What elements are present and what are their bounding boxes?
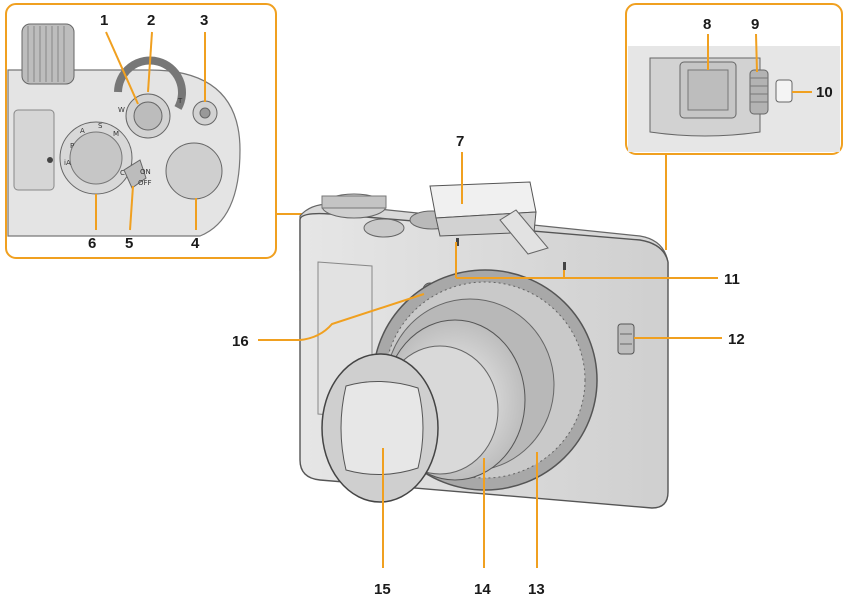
callout-5: 5 [125, 235, 133, 252]
strap-eyelet [617, 323, 635, 355]
mode-p: P [70, 142, 74, 150]
mode-a: A [80, 127, 85, 135]
diopter-dial [749, 69, 769, 115]
callout-4: 4 [191, 235, 200, 252]
callout-14: 14 [474, 581, 491, 598]
mode-m: M [113, 130, 119, 138]
callout-16: 16 [232, 333, 249, 350]
callout-11: 11 [724, 271, 740, 288]
viewfinder-inset [625, 3, 843, 155]
callout-3: 3 [200, 12, 208, 29]
popup-flash [429, 181, 549, 255]
lens-barrier [340, 380, 424, 476]
leader-9 [755, 33, 758, 73]
callout-8: 8 [703, 16, 711, 33]
mic-dot [47, 157, 53, 163]
top-inset-frame [5, 3, 277, 259]
power-switch: ON OFF [123, 159, 152, 189]
mic-left [456, 238, 459, 246]
callout-7: 7 [456, 133, 464, 150]
leader-1 [105, 31, 139, 105]
viewfinder-inset-frame [625, 3, 843, 155]
mode-s: S [98, 122, 103, 130]
front-shutter-button [363, 218, 405, 238]
callout-1: 1 [100, 12, 108, 29]
camera-front-view [258, 152, 722, 568]
zoom-t-mark: T [177, 97, 183, 105]
callout-numbers: 1 2 3 4 5 6 7 8 9 10 11 12 13 14 15 16 [88, 12, 833, 598]
rear-control-dial [165, 142, 223, 200]
leader-5 [129, 185, 134, 231]
mode-ia: iA [64, 159, 71, 167]
viewfinder-glass [687, 69, 729, 111]
callout-6: 6 [88, 235, 96, 252]
callout-15: 15 [374, 581, 391, 598]
top-view-inset: W T iA P A S M C ON OFF [5, 3, 277, 259]
eye-sensor [775, 79, 793, 103]
flash-housing-top [13, 109, 55, 191]
zoom-w-mark: W [118, 106, 125, 114]
shutter-button-top: W T [114, 56, 186, 139]
control-dial-knurl [21, 23, 75, 85]
mode-dial: iA P A S M C [59, 121, 133, 195]
power-on-mark: ON [140, 168, 151, 176]
leader-16 [258, 293, 425, 341]
callout-13: 13 [528, 581, 545, 598]
callout-10: 10 [816, 84, 833, 101]
callout-9: 9 [751, 16, 759, 33]
callout-2: 2 [147, 12, 155, 29]
callout-12: 12 [728, 331, 745, 348]
leader-2 [147, 31, 153, 93]
movie-button-center [199, 107, 211, 119]
front-mode-dial-side [321, 195, 387, 209]
power-off-mark: OFF [138, 179, 152, 187]
mode-c: C [120, 169, 125, 177]
mic-right [563, 262, 566, 270]
